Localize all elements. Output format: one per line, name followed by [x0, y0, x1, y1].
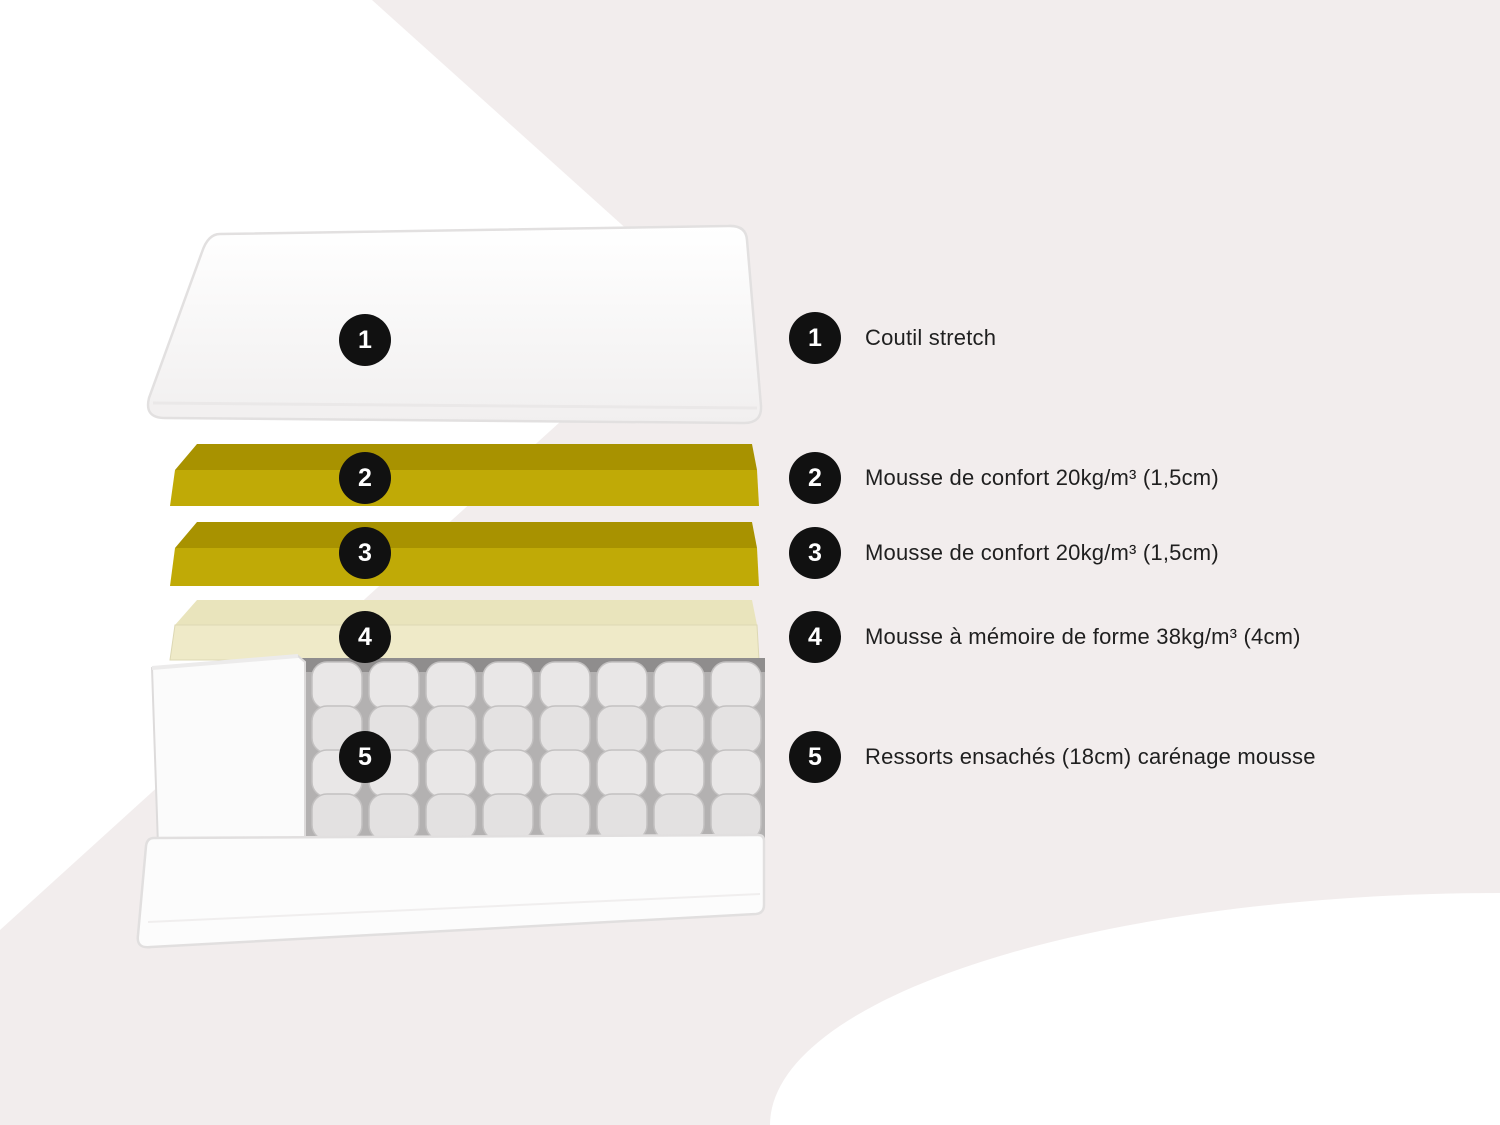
legend-item-4: 4 Mousse à mémoire de forme 38kg/m³ (4cm…: [789, 611, 1301, 663]
diagram-badge-2: 2: [339, 452, 391, 504]
comfort-foam-layer-3-shape: [170, 522, 759, 586]
diagram-badge-5: 5: [339, 731, 391, 783]
diagram-badge-1: 1: [339, 314, 391, 366]
bottom-right-white-corner: [770, 893, 1500, 1125]
cover-layer-shape: [146, 224, 763, 425]
legend-badge-1: 1: [789, 312, 841, 364]
legend-label-5: Ressorts ensachés (18cm) carénage mousse: [865, 744, 1316, 769]
legend-badge-3: 3: [789, 527, 841, 579]
mattress-diagram: [136, 224, 766, 949]
legend-item-2: 2 Mousse de confort 20kg/m³ (1,5cm): [789, 452, 1219, 504]
diagram-badge-3: 3: [339, 527, 391, 579]
legend-item-1: 1 Coutil stretch: [789, 312, 996, 364]
diagram-badge-4: 4: [339, 611, 391, 663]
legend-badge-4: 4: [789, 611, 841, 663]
memory-foam-layer-shape: [169, 600, 760, 661]
legend-item-3: 3 Mousse de confort 20kg/m³ (1,5cm): [789, 527, 1219, 579]
comfort-foam-layer-2-shape: [170, 444, 759, 506]
foam-casing-block: [150, 654, 306, 848]
legend-label-2: Mousse de confort 20kg/m³ (1,5cm): [865, 465, 1219, 490]
legend-badge-2: 2: [789, 452, 841, 504]
pocket-springs-shape: [150, 654, 765, 848]
legend-label-3: Mousse de confort 20kg/m³ (1,5cm): [865, 540, 1219, 565]
legend-item-5: 5 Ressorts ensachés (18cm) carénage mous…: [789, 731, 1316, 783]
bottom-base-shape: [136, 833, 766, 949]
legend-label-1: Coutil stretch: [865, 325, 997, 350]
legend-label-4: Mousse à mémoire de forme 38kg/m³ (4cm): [865, 624, 1301, 649]
legend-badge-5: 5: [789, 731, 841, 783]
